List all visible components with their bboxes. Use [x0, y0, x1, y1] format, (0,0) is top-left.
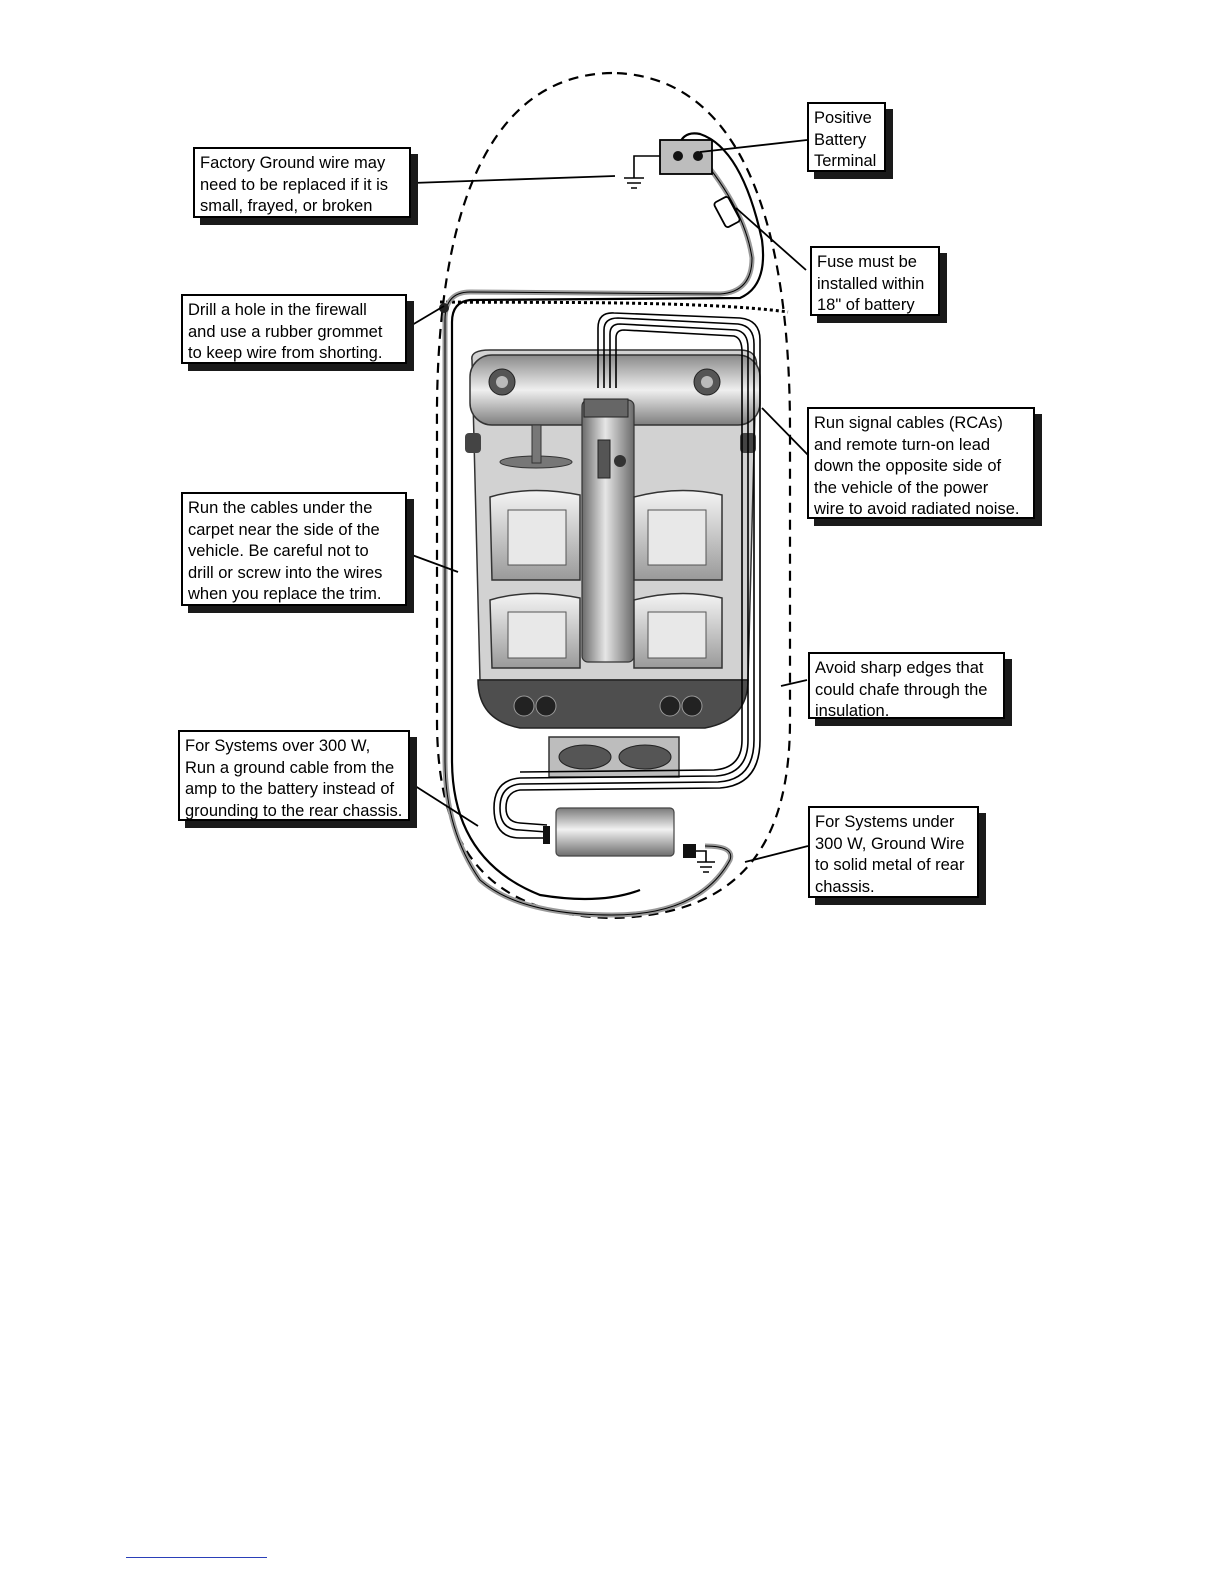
battery: [659, 139, 713, 175]
signal-cables: [493, 312, 761, 839]
battery-positive-terminal: [693, 151, 703, 161]
center-console: [581, 399, 635, 663]
callout-line: Terminal: [814, 152, 877, 170]
gear-shifter: [597, 439, 611, 479]
callout-line: could chafe through the: [815, 680, 988, 699]
battery-negative-terminal: [673, 151, 683, 161]
leader-lines: [411, 139, 809, 863]
callout-carpet: Run the cables under the carpet near the…: [181, 492, 407, 606]
callout-line: to solid metal of rear: [815, 856, 965, 874]
rear-left-seat: [489, 592, 581, 669]
callout-line: Run the cables under the: [188, 499, 373, 517]
callout-line: 300 W, Ground Wire: [815, 834, 965, 853]
fuse-icon: [713, 196, 741, 228]
front-left-seat: [489, 489, 581, 581]
callout-line: Positive: [814, 109, 872, 127]
car-cabin: [465, 349, 761, 729]
callout-line: insulation.: [815, 702, 890, 720]
callout-line: chassis.: [815, 877, 875, 896]
callout-line: and use a rubber grommet: [188, 322, 383, 341]
callout-line: Avoid sharp edges that: [815, 659, 984, 677]
firewall-line: [439, 300, 789, 314]
callout-line: drill or screw into the wires: [188, 563, 383, 582]
rear-right-seat: [633, 592, 723, 669]
callout-line: 18" of battery: [817, 296, 915, 314]
callout-line: For Systems over 300 W,: [185, 737, 371, 755]
callout-sharp-edges: Avoid sharp edges that could chafe throu…: [808, 652, 1005, 720]
callout-line: amp to the battery instead of: [185, 780, 395, 798]
front-right-seat: [633, 489, 723, 581]
callout-line: Run a ground cable from the: [185, 758, 395, 777]
head-unit: [583, 398, 629, 418]
factory-ground-icon: [624, 155, 660, 189]
callout-line: need to be replaced if it is: [200, 175, 389, 194]
callout-positive-terminal: Positive Battery Terminal: [807, 102, 886, 172]
callout-over-300w: For Systems over 300 W, Run a ground cab…: [178, 730, 410, 821]
callout-line: when you replace the trim.: [188, 585, 382, 603]
callout-line: installed within: [817, 274, 925, 293]
footnote-rule: [126, 1557, 267, 1558]
rear-left-speaker: [513, 695, 535, 717]
callout-line: Drill a hole in the firewall: [188, 301, 367, 319]
rear-right-speaker: [659, 695, 681, 717]
callout-factory-ground: Factory Ground wire may need to be repla…: [193, 147, 411, 218]
callout-line: Fuse must be: [817, 253, 917, 271]
callout-line: Battery: [814, 130, 867, 149]
callout-line: Run signal cables (RCAs): [814, 414, 1003, 432]
callout-line: wire to avoid radiated noise.: [814, 500, 1020, 518]
callout-line: down the opposite side of: [814, 457, 1002, 475]
callout-line: grounding to the rear chassis.: [185, 801, 403, 820]
callout-firewall: Drill a hole in the firewall and use a r…: [181, 294, 407, 364]
grommet-icon: [439, 303, 449, 313]
callout-line: the vehicle of the power: [814, 478, 989, 497]
callout-line: Factory Ground wire may: [200, 154, 386, 172]
callout-signal-cables: Run signal cables (RCAs) and remote turn…: [807, 407, 1035, 519]
callout-line: small, frayed, or broken: [200, 197, 373, 215]
left-door-speaker: [465, 433, 481, 453]
car-outline: [435, 71, 792, 920]
callout-fuse: Fuse must be installed within 18" of bat…: [810, 246, 940, 316]
amp-ground-terminal: [683, 844, 696, 858]
callout-under-300w: For Systems under 300 W, Ground Wire to …: [808, 806, 979, 898]
amplifier: [555, 807, 675, 857]
callout-line: vehicle. Be careful not to: [188, 542, 369, 560]
callout-line: For Systems under: [815, 813, 955, 831]
callout-line: carpet near the side of the: [188, 520, 380, 539]
callout-line: to keep wire from shorting.: [188, 344, 383, 362]
chassis-ground-icon: [696, 850, 715, 873]
callout-line: and remote turn-on lead: [814, 435, 991, 454]
